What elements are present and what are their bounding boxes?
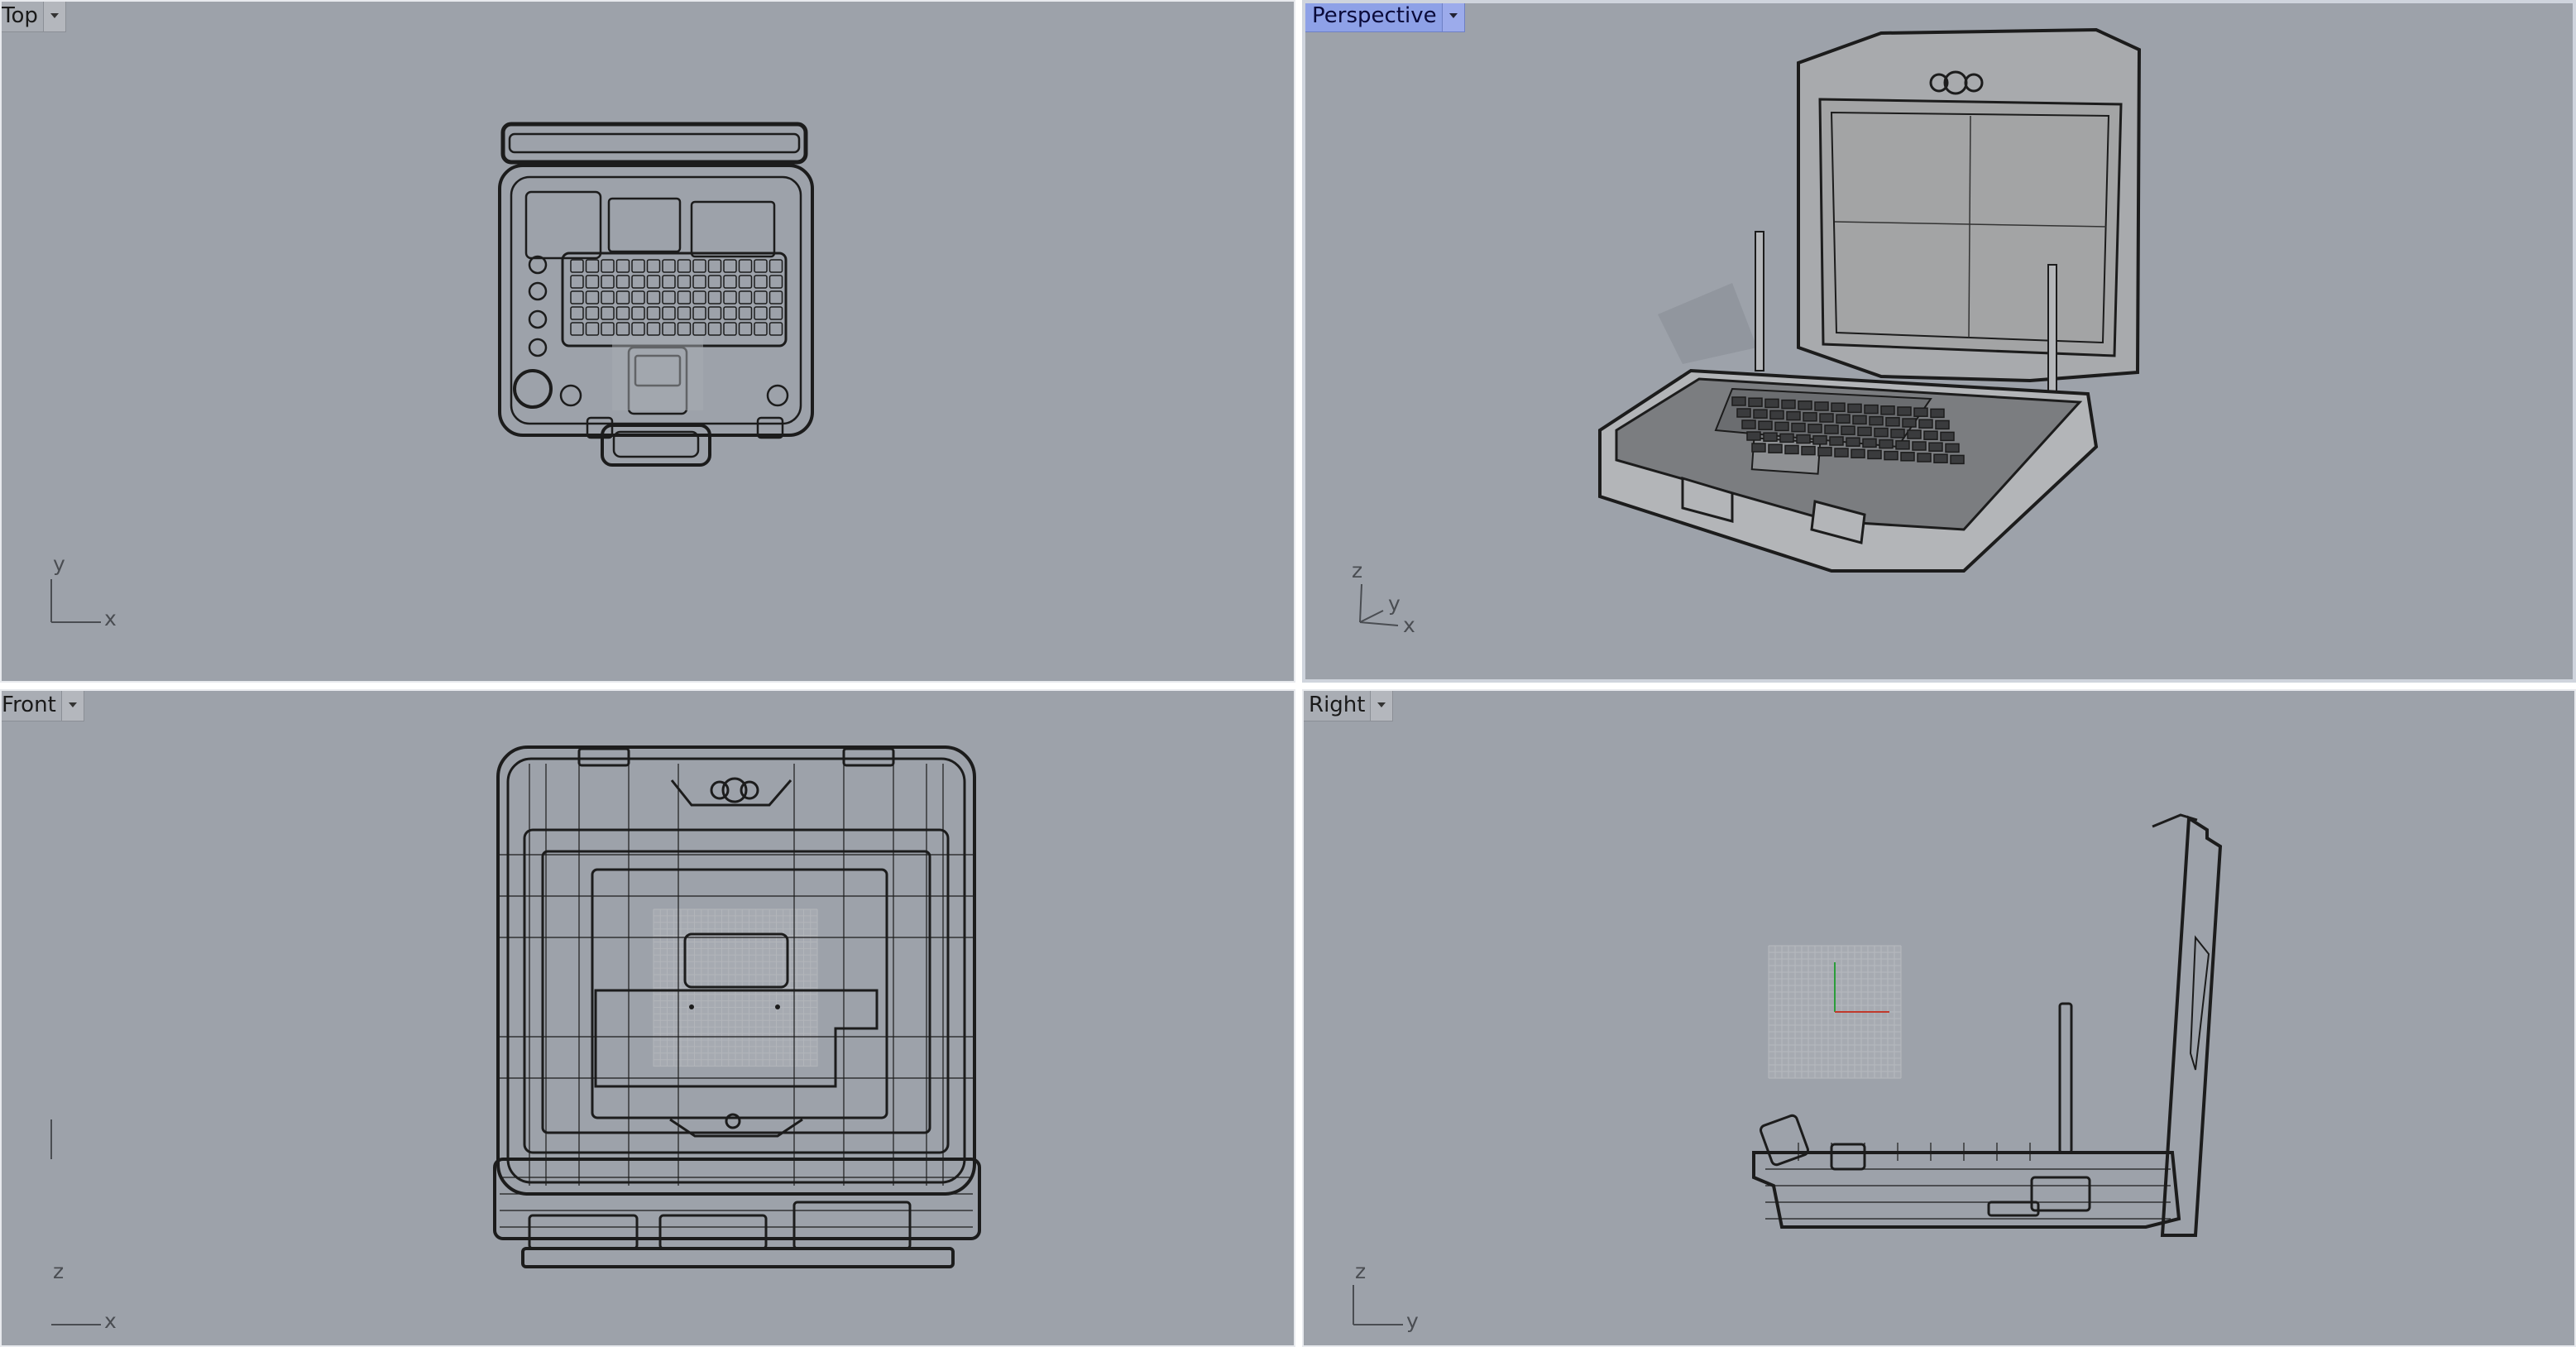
perspective-axis-indicator: z y x [1352, 558, 1415, 637]
front-view-wireframe: z x [50, 745, 981, 1333]
viewport-tab-right[interactable]: Right [1302, 689, 1394, 721]
right-axis-label-a: z [1355, 1259, 1366, 1283]
front-axis-indicator: z x [50, 1119, 117, 1333]
front-axis-label-a: z [53, 1259, 64, 1283]
viewport-perspective[interactable]: z y x Perspective [1302, 0, 2576, 683]
top-view-wireframe: y x [50, 122, 814, 630]
top-axis-label-a: y [53, 552, 65, 576]
right-view-wireframe: z y [1353, 813, 2223, 1333]
perspective-view-wireframe: z y x [1352, 27, 2142, 637]
front-axis-label-b: x [104, 1309, 117, 1333]
viewport-title-front: Front [2, 693, 56, 717]
viewport-title-top: Top [2, 3, 38, 28]
dropdown-arrow-icon[interactable] [1441, 0, 1464, 31]
dropdown-arrow-icon[interactable] [42, 0, 65, 31]
perspective-axis-label-c: x [1403, 613, 1415, 637]
viewport-tab-top[interactable]: Top [0, 0, 66, 32]
viewport-title-right: Right [1309, 693, 1366, 717]
viewport-right[interactable]: z y Right [1302, 689, 2576, 1347]
viewport-front[interactable]: z x Front [0, 689, 1295, 1347]
perspective-axis-label-a: z [1352, 558, 1362, 582]
viewport-top[interactable]: y x Top [0, 0, 1295, 683]
dropdown-arrow-icon[interactable] [1370, 689, 1393, 721]
viewport-title-perspective: Perspective [1312, 3, 1437, 28]
viewport-tab-front[interactable]: Front [0, 689, 84, 721]
dropdown-arrow-icon[interactable] [60, 689, 84, 721]
right-axis-label-b: y [1406, 1309, 1419, 1333]
top-axis-indicator: y x [50, 552, 117, 630]
top-axis-label-b: x [104, 606, 117, 630]
right-axis-indicator: z y [1353, 1259, 1419, 1333]
perspective-axis-label-b: y [1388, 592, 1401, 616]
viewport-tab-perspective[interactable]: Perspective [1302, 0, 1465, 32]
